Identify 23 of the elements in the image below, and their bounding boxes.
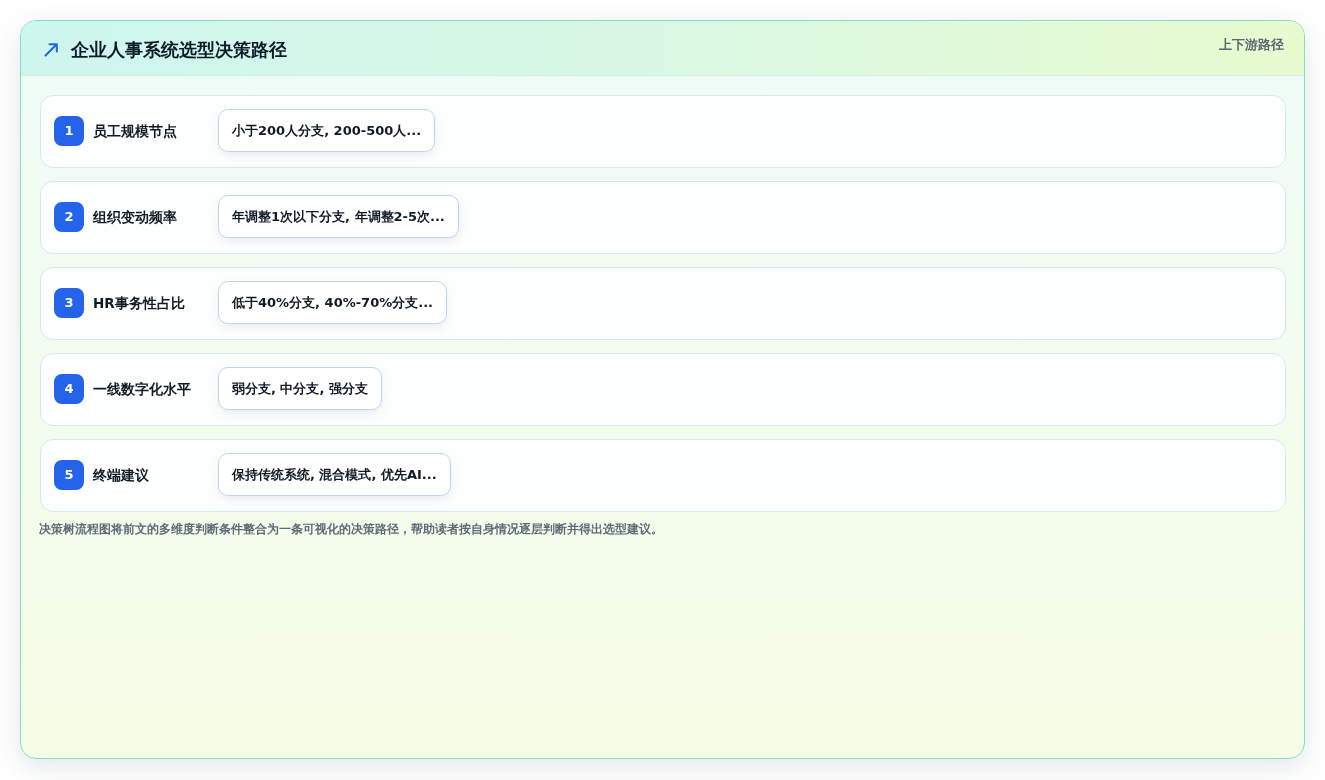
step-row-card <box>40 181 1286 254</box>
step-number-badge: 5 <box>54 460 84 490</box>
step-row-card <box>40 439 1286 512</box>
branch-chip: 小于200人分支, 200-500人... <box>218 109 436 152</box>
branch-chip: 年调整1次以下分支, 年调整2-5次... <box>218 195 459 238</box>
caption-text: 决策树流程图将前文的多维度判断条件整合为一条可视化的决策路径，帮助读者按自身情况逐层判断并得出选型建议。 <box>39 521 663 537</box>
step-label: 员工规模节点 <box>93 122 177 140</box>
step-label: 一线数字化水平 <box>93 380 191 398</box>
step-row-card <box>40 267 1286 340</box>
step-number-badge: 3 <box>54 288 84 318</box>
step-row-card <box>40 353 1286 426</box>
step-row-card <box>40 95 1286 168</box>
step-label: 终端建议 <box>93 466 149 484</box>
branch-chip: 低于40%分支, 40%-70%分支... <box>218 281 448 324</box>
diagram-title: 企业人事系统选型决策路径 <box>71 38 287 62</box>
step-label: HR事务性占比 <box>93 294 185 312</box>
step-number-badge: 2 <box>54 202 84 232</box>
step-number-badge: 1 <box>54 116 84 146</box>
branch-chip: 保持传统系统, 混合模式, 优先AI... <box>218 453 451 496</box>
step-number-badge: 4 <box>54 374 84 404</box>
branch-chip: 弱分支, 中分支, 强分支 <box>218 367 382 410</box>
step-label: 组织变动频率 <box>93 208 177 226</box>
header-note: 上下游路径 <box>1219 37 1284 53</box>
